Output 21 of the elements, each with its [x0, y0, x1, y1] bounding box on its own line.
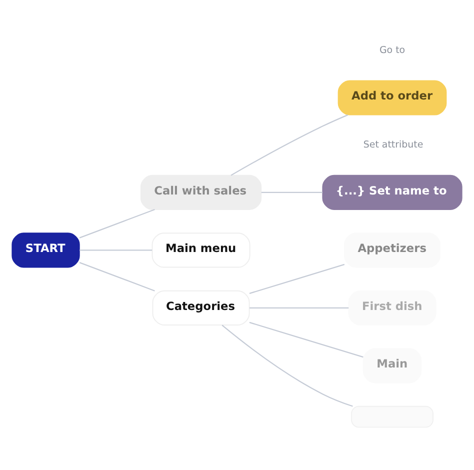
connector [80, 249, 152, 250]
node-box [351, 405, 434, 428]
connector [249, 321, 364, 358]
node-box: Call with sales [140, 174, 262, 210]
node-text: First dish [362, 298, 422, 312]
node-text: Appetizers [358, 240, 426, 255]
node-box: Categories [152, 290, 250, 325]
connector [79, 262, 155, 291]
node-label: Go to [379, 44, 406, 56]
connector [250, 306, 349, 308]
connector [222, 324, 353, 406]
connector [261, 191, 323, 192]
node-box: {...} Set name to [322, 174, 462, 210]
node-label: Set attribute [363, 138, 424, 150]
node-box: Add to order [338, 80, 447, 115]
connector [230, 114, 348, 176]
node-box: START [12, 232, 80, 268]
node-text: Main [376, 356, 408, 370]
connector [79, 208, 155, 238]
node-box: Main menu [152, 232, 250, 268]
connector [249, 263, 345, 294]
